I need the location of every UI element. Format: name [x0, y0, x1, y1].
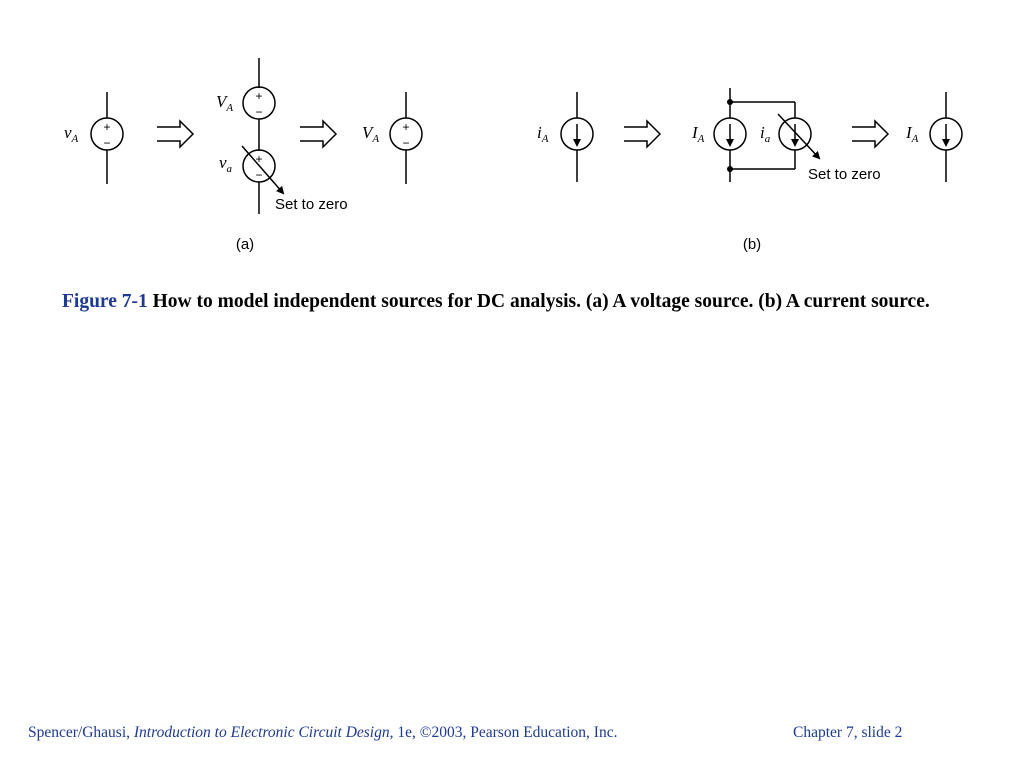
set-to-zero-note: Set to zero — [275, 196, 348, 213]
figure-number: Figure 7-1 — [62, 291, 148, 312]
minus-sign: − — [103, 136, 110, 150]
minus-sign: − — [255, 105, 262, 119]
figure-caption: Figure 7-1 How to model independent sour… — [62, 288, 952, 316]
set-to-zero-arrow-icon — [777, 113, 821, 160]
set-to-zero-arrow-icon — [241, 145, 285, 195]
transform-arrow-icon — [852, 119, 890, 149]
label-va-total: vA — [64, 123, 79, 145]
footer-edition: , 1e, ©2003, Pearson Education, Inc. — [389, 724, 618, 741]
footer-citation: Spencer/Ghausi, Introduction to Electron… — [28, 724, 617, 742]
label-va-ac: va — [219, 153, 233, 175]
label-ia-dc: IA — [691, 123, 705, 145]
part-a-label: (a) — [236, 236, 254, 253]
series-sources — [242, 58, 276, 214]
label-ia-total: iA — [537, 123, 549, 145]
voltage-source-dc — [389, 92, 423, 184]
footer-book-title: Introduction to Electronic Circuit Desig… — [133, 724, 390, 741]
caption-text: How to model independent sources for DC … — [152, 291, 930, 312]
part-b-label: (b) — [743, 236, 761, 253]
minus-sign: − — [402, 136, 409, 150]
circuit-figure: + − vA + − + − VA va Set to zero + − VA … — [64, 58, 963, 253]
footer-slide-number: Chapter 7, slide 2 — [793, 724, 903, 741]
transform-arrow-icon — [157, 119, 195, 149]
plus-sign: + — [103, 120, 110, 134]
current-source-dc — [929, 92, 963, 182]
label-va-dc: VA — [216, 92, 233, 114]
voltage-source-va — [90, 92, 124, 184]
plus-sign: + — [255, 152, 262, 166]
minus-sign: − — [255, 168, 262, 182]
transform-arrow-icon — [300, 119, 338, 149]
plus-sign: + — [255, 89, 262, 103]
junction-dot — [727, 99, 733, 105]
plus-sign: + — [402, 120, 409, 134]
label-va-result: VA — [362, 123, 379, 145]
transform-arrow-icon — [624, 119, 662, 149]
set-to-zero-note: Set to zero — [808, 166, 881, 183]
footer-authors: Spencer/Ghausi, — [28, 724, 131, 741]
label-ia-result: IA — [905, 123, 919, 145]
current-source-ia — [560, 92, 594, 182]
label-ia-ac: ia — [760, 123, 771, 145]
junction-dot — [727, 166, 733, 172]
